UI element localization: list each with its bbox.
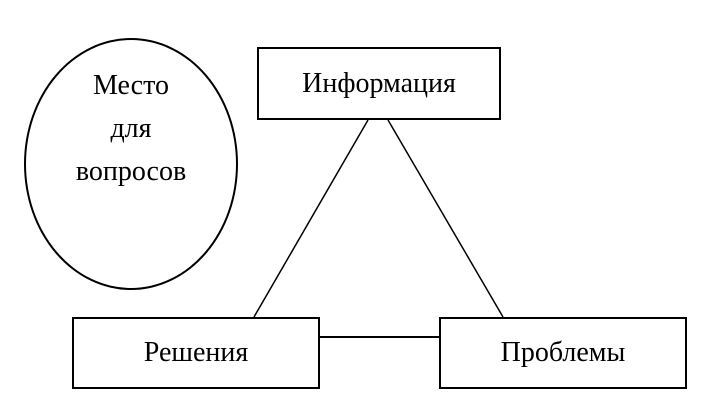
problems-box: Проблемы <box>439 317 687 389</box>
ellipse-line-3: вопросов <box>75 156 187 187</box>
questions-ellipse-label: Место для вопросов <box>24 64 238 193</box>
connector-information-problems <box>387 119 504 318</box>
decisions-box: Решения <box>72 317 320 389</box>
ellipse-line-2: для <box>110 113 152 144</box>
information-box: Информация <box>257 47 501 120</box>
information-label: Информация <box>302 67 456 99</box>
connector-information-decisions <box>253 119 369 318</box>
questions-ellipse <box>24 38 238 290</box>
decisions-label: Решения <box>143 337 249 368</box>
problems-label: Проблемы <box>500 337 626 368</box>
ellipse-line-1: Место <box>93 70 169 101</box>
